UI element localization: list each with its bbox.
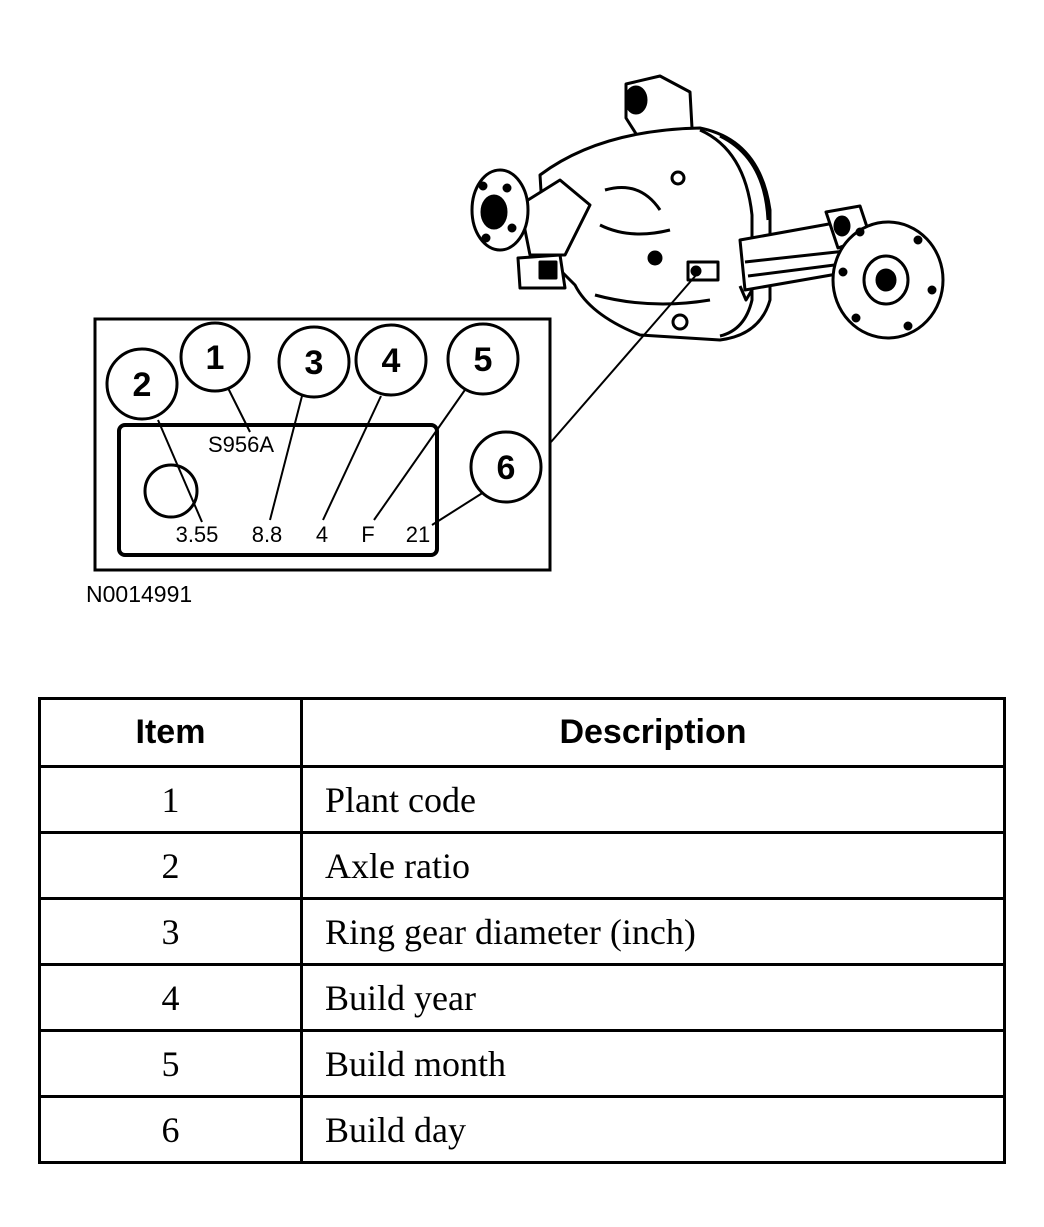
tag-build-month: F (361, 522, 374, 547)
callout-circles (105, 321, 543, 504)
table-row: 1 Plant code (38, 765, 1006, 834)
callout-6: 6 (497, 449, 516, 487)
axle-assembly-illustration (470, 74, 945, 342)
callout-4: 4 (382, 342, 401, 380)
description-column-header: Description (300, 697, 1006, 768)
tag-axle-ratio: 3.55 (176, 522, 219, 547)
axle-tag-diagram: 1 2 3 4 5 6 S956A 3.55 8.8 4 F 21 N00149… (86, 74, 945, 607)
item-cell: 5 (38, 1029, 303, 1098)
figure-id: N0014991 (86, 581, 192, 607)
description-cell: Plant code (300, 765, 1006, 834)
legend-table: Item Description 1 Plant code 2 Axle rat… (38, 697, 1006, 1164)
legend-header-row: Item Description (38, 697, 1006, 768)
table-row: 5 Build month (38, 1029, 1006, 1098)
callout-3: 3 (305, 344, 324, 382)
tag-build-day: 21 (406, 522, 430, 547)
callout-5: 5 (474, 341, 493, 379)
item-cell: 1 (38, 765, 303, 834)
description-cell: Build month (300, 1029, 1006, 1098)
item-column-header: Item (38, 697, 303, 768)
tag-ring-gear: 8.8 (252, 522, 283, 547)
callout-leaders (157, 386, 485, 526)
description-cell: Ring gear diameter (inch) (300, 897, 1006, 966)
description-cell: Build year (300, 963, 1006, 1032)
description-cell: Axle ratio (300, 831, 1006, 900)
callout-2: 2 (133, 366, 152, 404)
item-cell: 6 (38, 1095, 303, 1164)
table-row: 4 Build year (38, 963, 1006, 1032)
tag-build-year: 4 (316, 522, 328, 547)
table-row: 6 Build day (38, 1095, 1006, 1164)
table-row: 3 Ring gear diameter (inch) (38, 897, 1006, 966)
tag-mounting-hole (143, 463, 199, 519)
item-cell: 3 (38, 897, 303, 966)
item-cell: 2 (38, 831, 303, 900)
axle-id-tag (117, 423, 439, 557)
table-row: 2 Axle ratio (38, 831, 1006, 900)
item-cell: 4 (38, 963, 303, 1032)
tag-location-leader (550, 273, 698, 443)
callout-1: 1 (206, 339, 225, 377)
description-cell: Build day (300, 1095, 1006, 1164)
tag-plant-code: S956A (208, 432, 274, 457)
